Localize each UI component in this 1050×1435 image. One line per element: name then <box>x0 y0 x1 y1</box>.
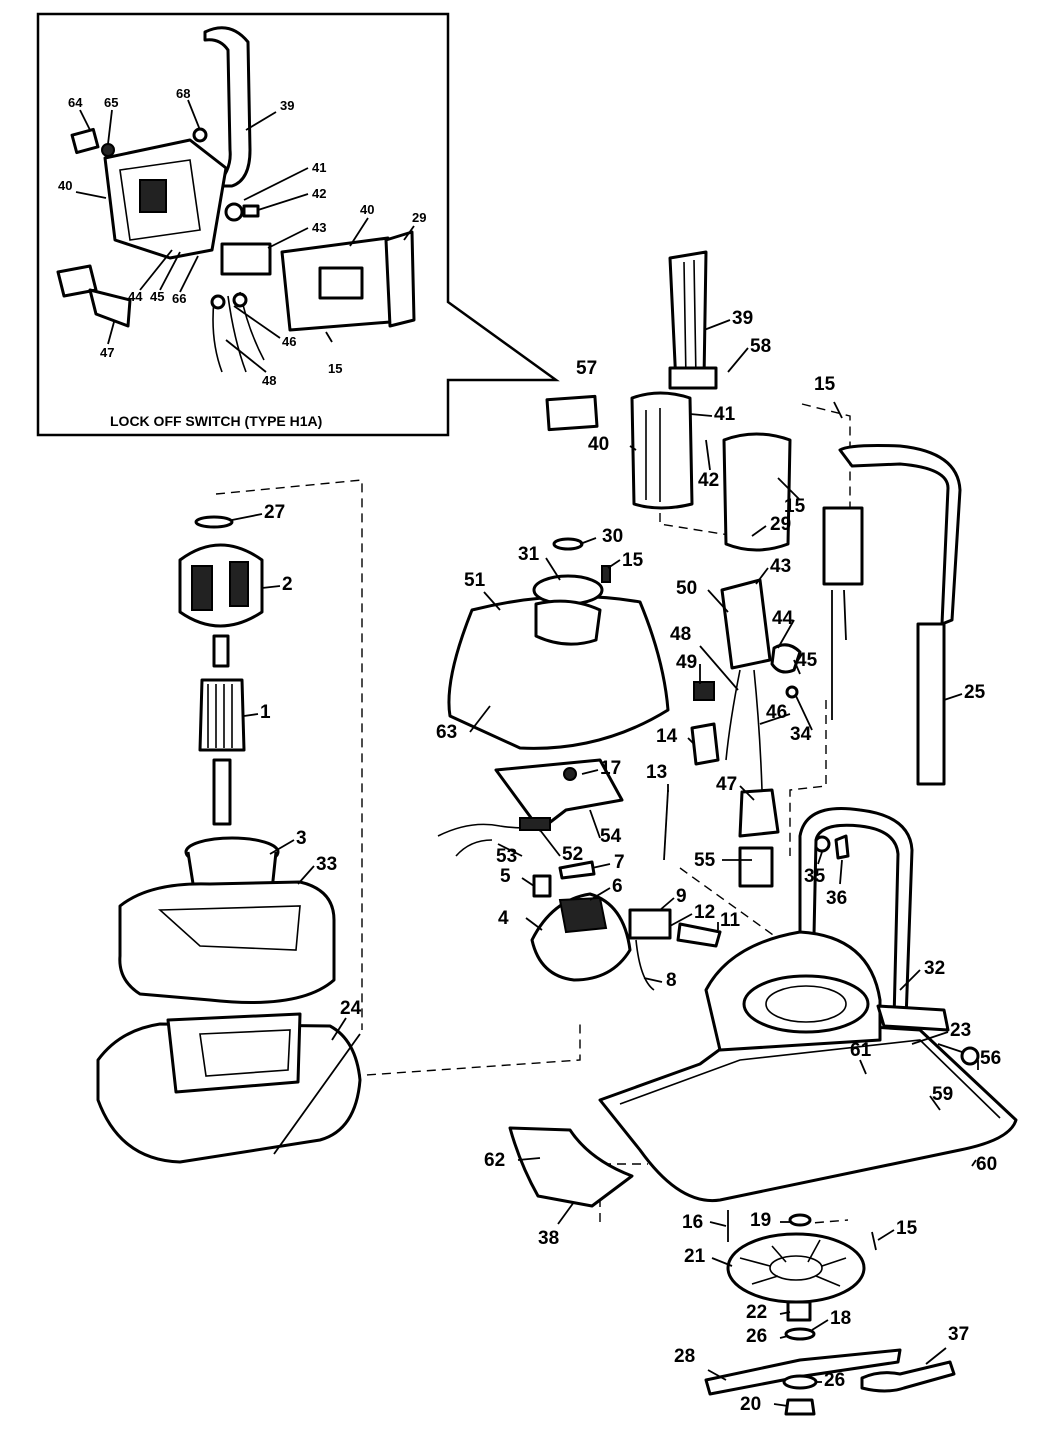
part-label: 1 <box>260 702 271 723</box>
part-label: 20 <box>740 1394 761 1415</box>
part-label: 15 <box>896 1218 918 1239</box>
part-label: 21 <box>684 1246 706 1267</box>
part-label: 39 <box>732 308 753 329</box>
part-label: 15 <box>328 361 342 376</box>
part-label: 8 <box>666 970 677 991</box>
part-label: 40 <box>588 434 609 455</box>
inset-lock-off-switch <box>36 12 560 437</box>
part-label: 30 <box>602 526 623 547</box>
part-label: 56 <box>980 1048 1001 1069</box>
inset-connector-line <box>273 379 556 1155</box>
part-label: 16 <box>682 1212 703 1233</box>
part-label: 55 <box>694 850 716 871</box>
part-label: 59 <box>932 1084 953 1105</box>
part-label: 63 <box>436 722 457 743</box>
part-label: 44 <box>772 608 794 629</box>
part-label: 40 <box>360 202 374 217</box>
part-label: 48 <box>670 624 691 645</box>
part-label: 15 <box>784 496 806 517</box>
part-label: 35 <box>804 866 826 887</box>
inset-part-labels: 64 65 68 39 40 41 42 40 29 43 44 45 66 4… <box>58 86 426 429</box>
part-label: 58 <box>750 336 771 357</box>
part-label: 46 <box>766 702 787 723</box>
part-label: 12 <box>694 902 715 923</box>
part-label: 5 <box>500 866 511 887</box>
part-label: 32 <box>924 958 945 979</box>
part-label: 6 <box>612 876 623 897</box>
part-label: 3 <box>296 828 307 849</box>
part-label: 47 <box>716 774 737 795</box>
part-label: 24 <box>340 998 362 1019</box>
part-label: 64 <box>68 95 83 110</box>
motor-assembly <box>96 515 362 1164</box>
part-label: 42 <box>698 470 719 491</box>
part-label: 34 <box>790 724 812 745</box>
part-label: 42 <box>312 186 326 201</box>
part-label: 11 <box>720 910 741 931</box>
part-label: 45 <box>796 650 818 671</box>
part-label: 15 <box>814 374 836 395</box>
inset-title: LOCK OFF SWITCH (TYPE H1A) <box>110 413 322 429</box>
part-label: 39 <box>280 98 294 113</box>
part-label: 7 <box>614 852 625 873</box>
part-label: 36 <box>826 888 847 909</box>
part-label: 28 <box>674 1346 695 1367</box>
part-label: 54 <box>600 826 622 847</box>
part-label: 68 <box>176 86 190 101</box>
part-label: 17 <box>600 758 621 779</box>
part-label: 33 <box>316 854 337 875</box>
part-label: 43 <box>312 220 326 235</box>
part-label: 22 <box>746 1302 767 1323</box>
part-label: 4 <box>498 908 509 929</box>
part-label: 46 <box>282 334 296 349</box>
part-label: 15 <box>622 550 644 571</box>
part-label: 31 <box>518 544 540 565</box>
part-label: 48 <box>262 373 276 388</box>
part-label: 14 <box>656 726 678 747</box>
part-label: 29 <box>770 514 791 535</box>
part-label: 65 <box>104 95 118 110</box>
motor-cover-assembly <box>437 537 722 991</box>
part-label: 26 <box>746 1326 767 1347</box>
part-label: 60 <box>976 1154 997 1175</box>
part-label: 37 <box>948 1324 969 1345</box>
main-leader-lines <box>231 319 979 1407</box>
part-label: 25 <box>964 682 986 703</box>
part-label: 43 <box>770 556 791 577</box>
deck-assembly <box>508 806 1018 1208</box>
part-label: 29 <box>412 210 426 225</box>
part-label: 2 <box>282 574 293 595</box>
part-label: 41 <box>714 404 736 425</box>
part-label: 50 <box>676 578 697 599</box>
part-label: 45 <box>150 289 164 304</box>
part-label: 26 <box>824 1370 845 1391</box>
part-label: 52 <box>562 844 583 865</box>
part-label: 62 <box>484 1150 505 1171</box>
inset-leader-lines <box>75 99 415 373</box>
blade-assembly <box>704 1210 956 1416</box>
part-label: 13 <box>646 762 667 783</box>
handle-switch-assembly <box>545 250 962 888</box>
main-part-labels: 27 2 1 3 33 24 39 58 57 41 40 42 15 15 2… <box>260 308 1001 1415</box>
part-label: 51 <box>464 570 486 591</box>
part-label: 44 <box>128 289 143 304</box>
part-label: 57 <box>576 358 597 379</box>
part-label: 40 <box>58 178 72 193</box>
part-label: 18 <box>830 1308 851 1329</box>
part-label: 61 <box>850 1040 872 1061</box>
part-label: 49 <box>676 652 697 673</box>
part-label: 27 <box>264 502 285 523</box>
part-label: 23 <box>950 1020 971 1041</box>
part-label: 9 <box>676 886 687 907</box>
part-label: 47 <box>100 345 114 360</box>
part-label: 41 <box>312 160 326 175</box>
part-label: 38 <box>538 1228 559 1249</box>
part-label: 19 <box>750 1210 771 1231</box>
part-label: 66 <box>172 291 186 306</box>
